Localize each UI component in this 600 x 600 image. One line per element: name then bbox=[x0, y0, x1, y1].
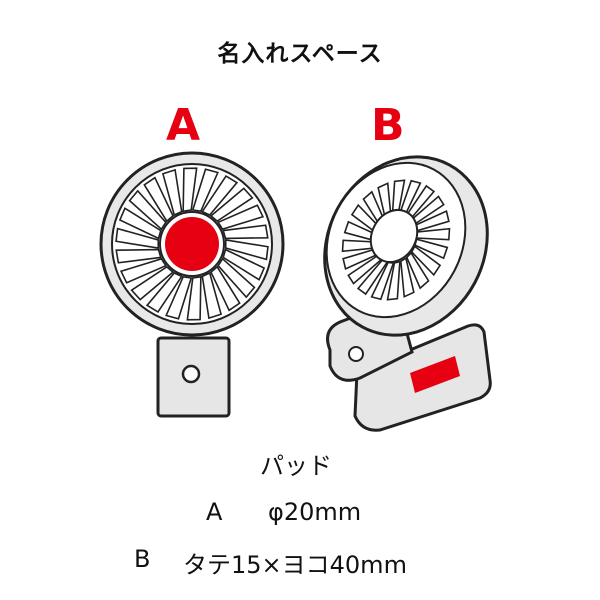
fan-blade bbox=[224, 238, 269, 261]
fan-blade bbox=[128, 189, 167, 231]
fan-b-hub bbox=[369, 209, 419, 263]
fan-blade bbox=[201, 271, 223, 320]
fan-a-blades bbox=[115, 167, 269, 321]
page-title: 名入れスペース bbox=[217, 41, 383, 67]
fan-blade bbox=[386, 260, 401, 301]
fan-b-pad-area bbox=[410, 356, 460, 393]
fan-blade bbox=[201, 174, 239, 216]
fan-blade bbox=[143, 176, 174, 223]
spec-b-value: タテ15×ヨコ40mm bbox=[183, 551, 407, 579]
label-b: B bbox=[371, 100, 405, 151]
fan-illustrations bbox=[99, 151, 492, 432]
fan-blade bbox=[410, 245, 442, 277]
fan-blade bbox=[370, 261, 395, 301]
fan-blade bbox=[186, 275, 202, 321]
spec-a-letter: A bbox=[206, 498, 223, 526]
fan-blade bbox=[115, 227, 160, 250]
spec-a-value: φ20mm bbox=[268, 498, 362, 526]
fan-blade bbox=[403, 184, 436, 222]
fan-b-illustration bbox=[323, 155, 492, 432]
fan-blade bbox=[191, 168, 219, 213]
fan-blade bbox=[165, 275, 193, 320]
fan-a-pad-area bbox=[165, 217, 219, 271]
fan-blade bbox=[409, 195, 445, 226]
spec-b-letter: B bbox=[134, 545, 151, 573]
fan-blade bbox=[405, 251, 430, 290]
fan-blade bbox=[341, 239, 377, 253]
fan-blade bbox=[115, 248, 162, 264]
fan-blade bbox=[342, 248, 379, 270]
fan-blade bbox=[119, 257, 167, 284]
fan-blade bbox=[210, 265, 241, 312]
fan-a-illustration bbox=[99, 151, 285, 418]
fan-blade bbox=[413, 210, 450, 232]
label-a: A bbox=[166, 100, 201, 151]
fan-blade bbox=[161, 168, 183, 217]
fan-blade bbox=[397, 179, 422, 219]
fan-blade bbox=[145, 272, 183, 314]
fan-blade bbox=[391, 179, 406, 220]
fan-blade bbox=[222, 248, 266, 281]
fan-blade bbox=[343, 220, 378, 242]
fan-blade bbox=[414, 238, 449, 260]
fan-blade bbox=[222, 224, 269, 240]
fan-blade bbox=[182, 167, 198, 213]
fan-blade bbox=[415, 227, 451, 241]
fan-blade bbox=[217, 204, 265, 231]
fan-blade bbox=[118, 207, 162, 240]
pad-heading: パッド bbox=[260, 452, 332, 480]
fan-blade bbox=[347, 254, 383, 285]
fan-blade bbox=[209, 187, 254, 223]
fan-blade bbox=[399, 256, 415, 298]
fan-blade bbox=[130, 265, 175, 301]
fan-blade bbox=[217, 257, 256, 299]
fan-b-blades bbox=[341, 179, 451, 301]
power-button-icon bbox=[181, 364, 201, 384]
fan-blade bbox=[356, 258, 389, 296]
